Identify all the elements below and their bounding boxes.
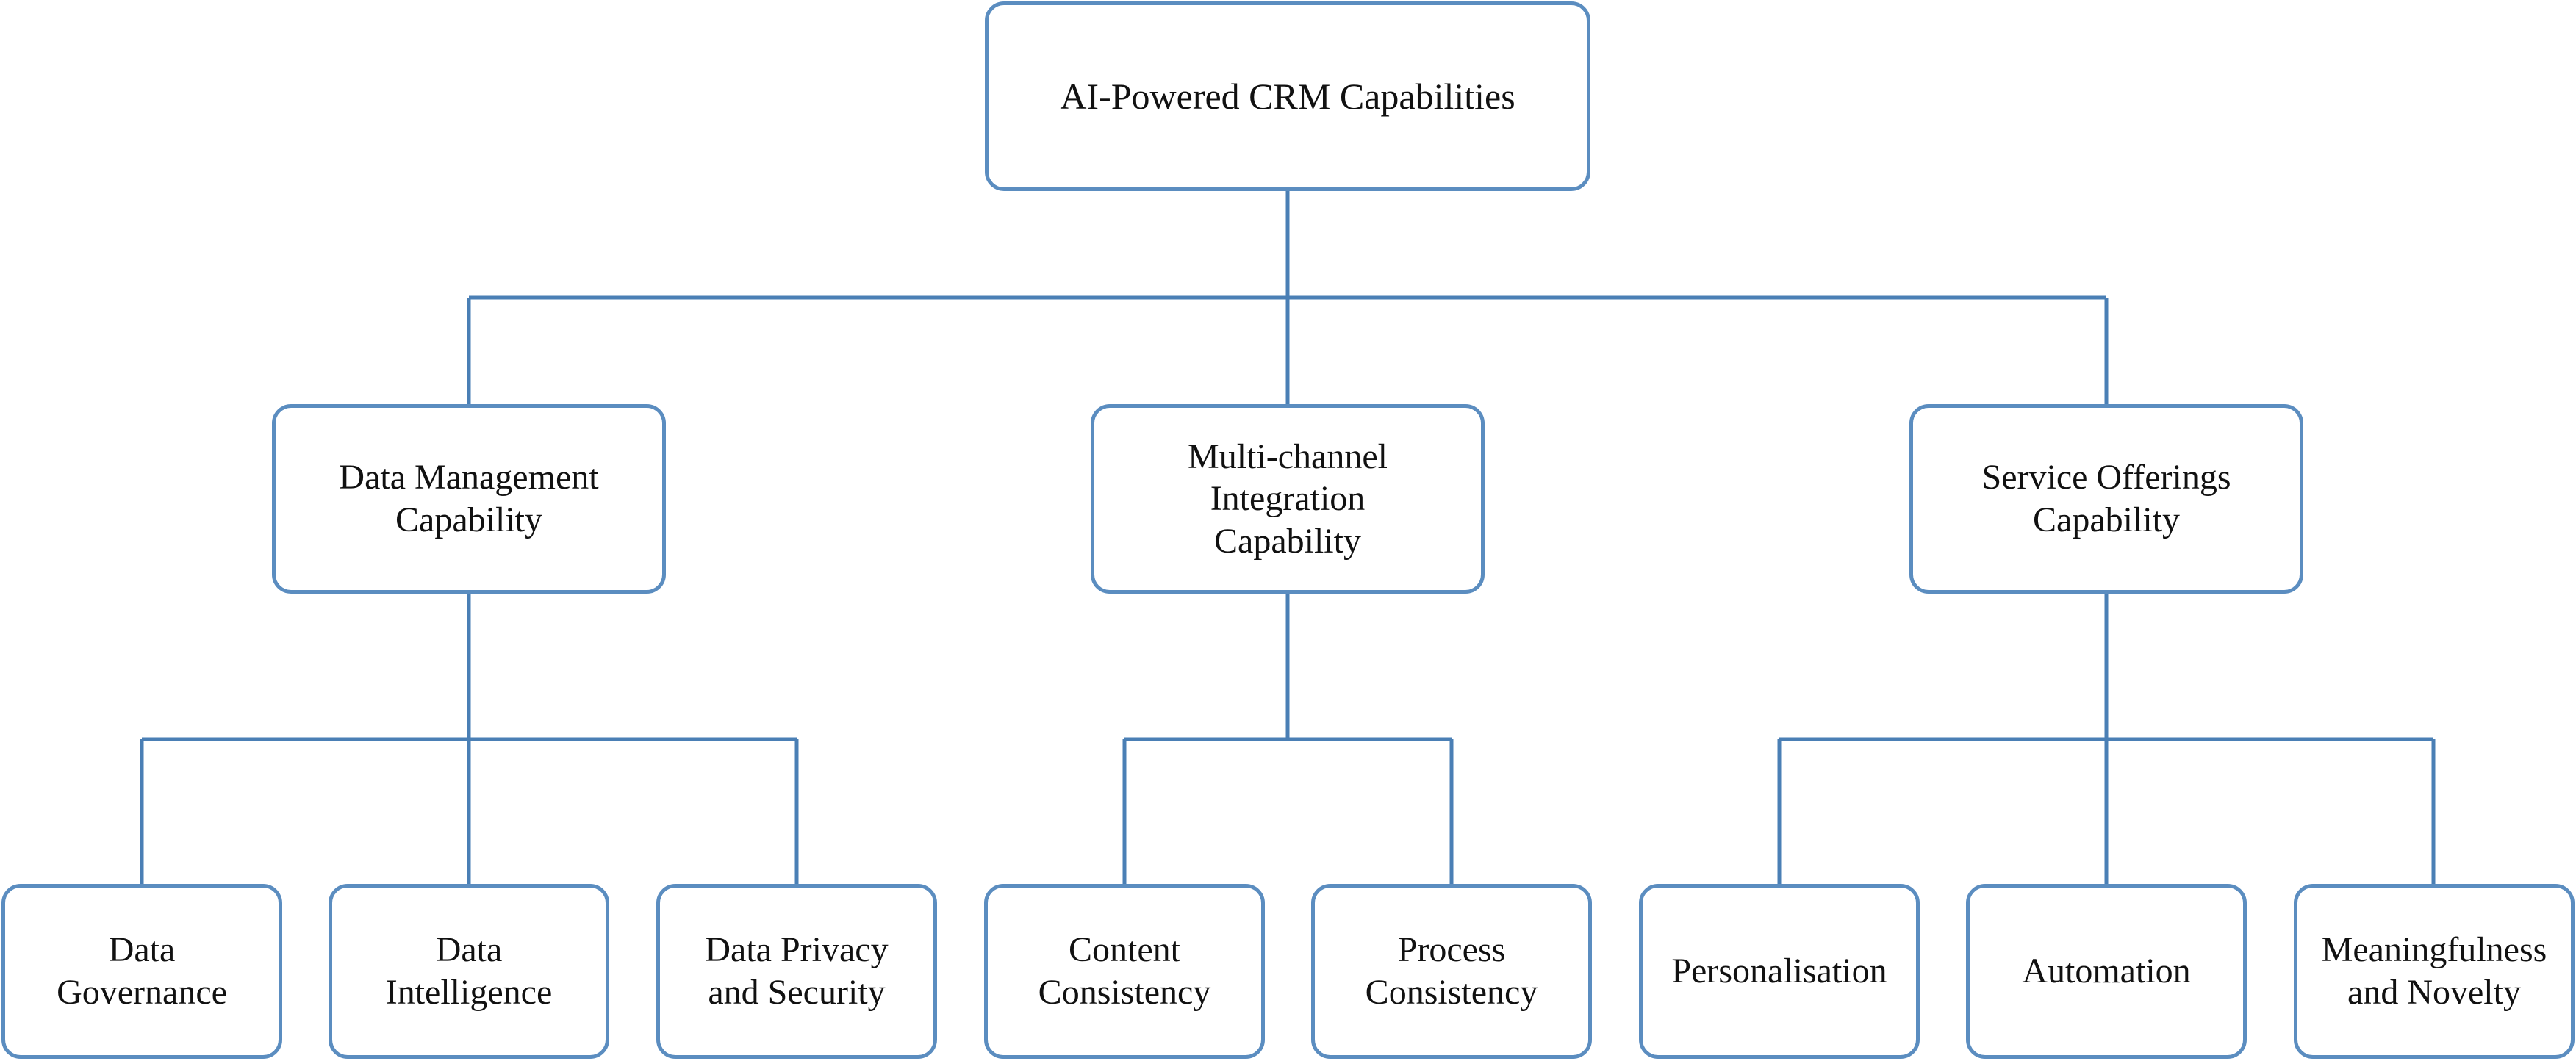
capability-node-data-management: Data Management Capability xyxy=(272,404,666,594)
root-label: AI-Powered CRM Capabilities xyxy=(1060,76,1515,117)
leaf-node-data-privacy-security: Data Privacy and Security xyxy=(656,884,937,1059)
leaf-label: Data Intelligence xyxy=(385,930,553,1012)
leaf-node-process-consistency: Process Consistency xyxy=(1311,884,1592,1059)
leaf-node-meaningfulness-novelty: Meaningfulness and Novelty xyxy=(2294,884,2575,1059)
leaf-label: Personalisation xyxy=(1671,952,1887,991)
leaf-label: Data Privacy and Security xyxy=(705,930,889,1012)
capability-label: Service Offerings Capability xyxy=(1981,458,2231,539)
root-node: AI-Powered CRM Capabilities xyxy=(985,1,1590,191)
leaf-label: Data Governance xyxy=(57,930,227,1012)
leaf-node-data-intelligence: Data Intelligence xyxy=(329,884,609,1059)
leaf-node-automation: Automation xyxy=(1966,884,2247,1059)
leaf-node-data-governance: Data Governance xyxy=(1,884,282,1059)
leaf-label: Process Consistency xyxy=(1365,930,1538,1012)
capability-label: Data Management Capability xyxy=(339,458,599,539)
capability-node-service-offerings: Service Offerings Capability xyxy=(1909,404,2303,594)
leaf-node-personalisation: Personalisation xyxy=(1639,884,1920,1059)
leaf-label: Content Consistency xyxy=(1038,930,1211,1012)
capability-node-multi-channel-integration: Multi-channel Integration Capability xyxy=(1091,404,1485,594)
leaf-label: Automation xyxy=(2022,952,2191,991)
leaf-label: Meaningfulness and Novelty xyxy=(2321,930,2547,1012)
leaf-node-content-consistency: Content Consistency xyxy=(984,884,1265,1059)
capability-label: Multi-channel Integration Capability xyxy=(1188,436,1388,561)
